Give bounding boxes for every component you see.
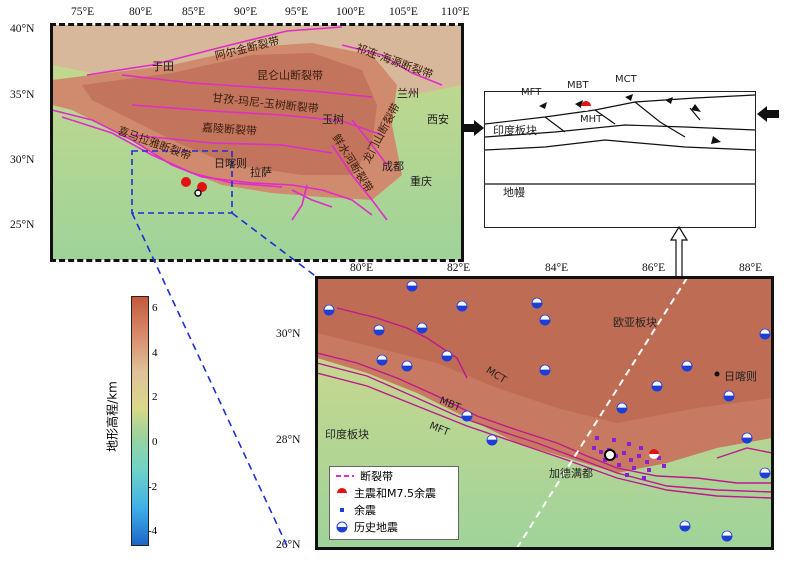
legend-aftershock: 余震 [330, 501, 458, 518]
cs-label-mantle: 地幔 [503, 186, 525, 199]
cbar-tick: 4 [152, 347, 158, 359]
cbar-tick: 6 [152, 302, 158, 314]
cs-label-india: 印度板块 [493, 124, 537, 137]
lon-tick: 86°E [642, 262, 666, 274]
overview-terrain [52, 25, 462, 260]
legend-mainshock: 主震和M7.5余震 [330, 484, 458, 501]
cs-label-mht: MHT [580, 114, 603, 125]
lat-tick: 28°N [276, 434, 301, 446]
lon-tick: 100°E [336, 6, 365, 18]
city-xian: 西安 [427, 113, 449, 126]
label-kathmandu: 加德满都 [549, 467, 593, 480]
legend-fault: 断裂带 [330, 467, 458, 484]
overview-map: 于田 兰州 西安 玉树 成都 重庆 日喀则 拉萨 阿尔金断裂带 祁连-海源断裂带… [52, 25, 462, 260]
lat-tick: 30°N [276, 328, 301, 340]
map-legend: 断裂带 主震和M7.5余震 余震 历史地震 [329, 466, 459, 540]
label-eurasia: 欧亚板块 [613, 316, 657, 329]
lat-tick: 40°N [10, 23, 35, 35]
cs-label-mct: MCT [615, 74, 637, 85]
city-chongqing: 重庆 [410, 175, 432, 188]
label-shigatse: 日喀则 [724, 370, 757, 383]
cross-section: MFT MBT MCT MHT 印度板块 地幔 [484, 74, 756, 228]
overview-lon-ticks: 75°E 80°E 85°E 90°E 95°E 100°E 105°E 110… [0, 6, 470, 22]
colorbar [131, 296, 149, 546]
fault-line-icon [336, 474, 354, 477]
cbar-tick: 2 [152, 391, 158, 403]
lon-tick: 80°E [350, 262, 374, 274]
lat-tick: 30°N [10, 154, 35, 166]
lat-tick: 26°N [276, 539, 301, 551]
lon-tick: 90°E [234, 6, 258, 18]
lon-tick: 84°E [545, 262, 569, 274]
compression-arrow-right [757, 106, 779, 122]
detail-terrain [317, 278, 772, 548]
aftershock-square-icon [340, 507, 344, 512]
detail-map: 欧亚板块 印度板块 MCT MBT MFT 加德满都 日喀则 断裂带 主震和M7… [317, 278, 772, 548]
city-hotan: 于田 [152, 60, 174, 73]
lon-tick: 82°E [447, 262, 471, 274]
city-shigatse: 日喀则 [214, 157, 247, 170]
detail-frame [315, 276, 774, 550]
lat-tick: 35°N [10, 89, 35, 101]
city-lanzhou: 兰州 [397, 87, 419, 100]
cross-section-diagram [484, 94, 756, 185]
lon-tick: 85°E [182, 6, 206, 18]
lon-tick: 80°E [129, 6, 153, 18]
lon-tick: 105°E [389, 6, 418, 18]
cs-label-mbt: MBT [567, 80, 589, 91]
lat-tick: 25°N [10, 219, 35, 231]
lon-tick: 95°E [285, 6, 309, 18]
lon-tick: 75°E [71, 6, 95, 18]
cbar-tick: 0 [152, 436, 158, 448]
cs-label-mft: MFT [521, 87, 542, 98]
compression-arrow-left [462, 120, 484, 136]
label-india: 印度板块 [325, 428, 369, 441]
lon-tick: 110°E [441, 6, 470, 18]
cbar-tick: -4 [148, 525, 158, 537]
city-lhasa: 拉萨 [250, 166, 272, 179]
historical-beachballs [323, 280, 771, 542]
overview-frame [50, 23, 464, 262]
city-chengdu: 成都 [382, 160, 404, 173]
lon-tick: 88°E [739, 262, 763, 274]
fault-label-kunlun: 昆仑山断裂带 [257, 69, 323, 82]
historical-beachball-icon [336, 521, 348, 532]
legend-historical: 历史地震 [330, 518, 458, 535]
cbar-tick: -2 [148, 481, 158, 493]
mainshock-beachball-icon [337, 487, 347, 498]
colorbar-title: 地形高程/km [105, 381, 120, 452]
city-yushu: 玉树 [322, 113, 344, 126]
